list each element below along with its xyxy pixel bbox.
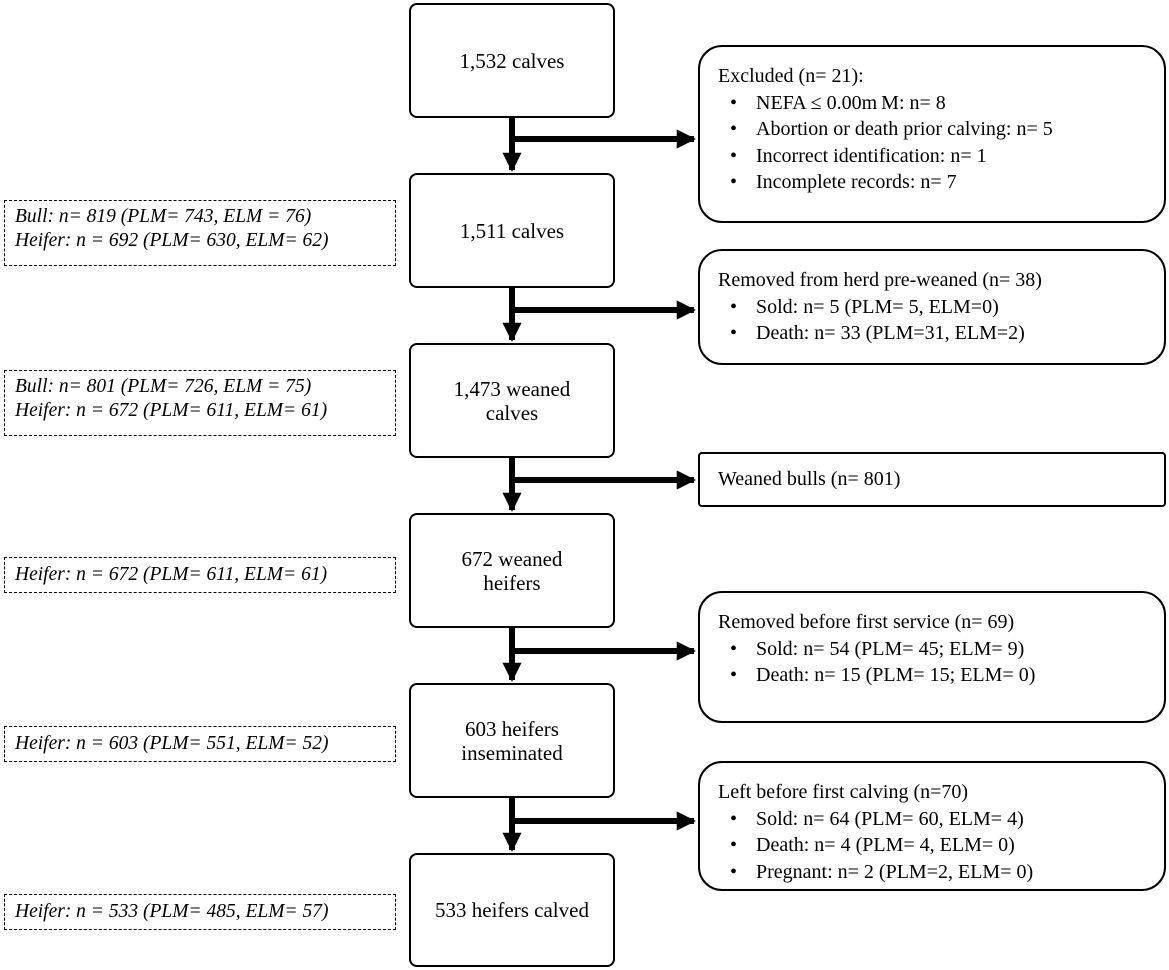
exclusion-item: Pregnant: n= 2 (PLM=2, ELM= 0) xyxy=(718,859,1146,886)
exclusion-title: Weaned bulls (n= 801) xyxy=(718,468,901,491)
exclusion-item: Incorrect identification: n= 1 xyxy=(718,143,1146,170)
note-line: Bull: n= 819 (PLM= 743, ELM = 76) xyxy=(15,206,312,227)
flow-box-label: 603 heifers inseminated xyxy=(461,716,563,765)
note-box-603: Heifer: n = 603 (PLM= 551, ELM= 52) xyxy=(4,726,396,762)
exclusion-box-weaned-bulls: Weaned bulls (n= 801) xyxy=(698,452,1166,507)
exclusion-item: Death: n= 33 (PLM=31, ELM=2) xyxy=(718,320,1146,347)
exclusion-title: Removed before first service (n= 69) xyxy=(718,611,1015,633)
flow-box-heifers-inseminated: 603 heifers inseminated xyxy=(409,683,615,798)
flow-box-label: 672 weaned heifers xyxy=(461,546,563,595)
exclusion-item: Death: n= 15 (PLM= 15; ELM= 0) xyxy=(718,662,1146,689)
flow-box-weaned-calves: 1,473 weaned calves xyxy=(409,343,615,458)
flow-box-weaned-heifers: 672 weaned heifers xyxy=(409,513,615,628)
flow-box-label: 1,473 weaned calves xyxy=(453,376,571,425)
note-line: Heifer: n = 603 (PLM= 551, ELM= 52) xyxy=(15,733,329,754)
exclusion-box-excluded: Excluded (n= 21): NEFA ≤ 0.00m M: n= 8 A… xyxy=(698,45,1166,223)
exclusion-title: Left before first calving (n=70) xyxy=(718,781,969,803)
exclusion-item: Sold: n= 5 (PLM= 5, ELM=0) xyxy=(718,294,1146,321)
flow-box-calves-1532: 1,532 calves xyxy=(409,3,615,118)
note-box-1511: Bull: n= 819 (PLM= 743, ELM = 76) Heifer… xyxy=(4,200,396,266)
exclusion-item: Abortion or death prior calving: n= 5 xyxy=(718,116,1146,143)
flow-box-label: 1,532 calves xyxy=(459,48,565,73)
flow-box-label: 1,511 calves xyxy=(459,218,565,243)
exclusion-box-pre-weaned: Removed from herd pre-weaned (n= 38) Sol… xyxy=(698,249,1166,365)
flow-box-label: 533 heifers calved xyxy=(435,898,589,922)
exclusion-box-before-first-calving: Left before first calving (n=70) Sold: n… xyxy=(698,761,1166,891)
flow-box-heifers-calved: 533 heifers calved xyxy=(409,853,615,967)
note-box-533: Heifer: n = 533 (PLM= 485, ELM= 57) xyxy=(4,894,396,930)
exclusion-box-before-first-service: Removed before first service (n= 69) Sol… xyxy=(698,591,1166,723)
note-line: Bull: n= 801 (PLM= 726, ELM = 75) xyxy=(15,376,312,397)
note-line: Heifer: n = 672 (PLM= 611, ELM= 61) xyxy=(15,564,328,585)
exclusion-title: Excluded (n= 21): xyxy=(718,65,864,87)
exclusion-item: Incomplete records: n= 7 xyxy=(718,169,1146,196)
exclusion-item: Death: n= 4 (PLM= 4, ELM= 0) xyxy=(718,832,1146,859)
note-line: Heifer: n = 533 (PLM= 485, ELM= 57) xyxy=(15,901,329,922)
exclusion-item: NEFA ≤ 0.00m M: n= 8 xyxy=(718,90,1146,117)
note-box-1473: Bull: n= 801 (PLM= 726, ELM = 75) Heifer… xyxy=(4,370,396,436)
exclusion-title: Removed from herd pre-weaned (n= 38) xyxy=(718,269,1042,291)
note-box-672: Heifer: n = 672 (PLM= 611, ELM= 61) xyxy=(4,557,396,593)
flow-box-calves-1511: 1,511 calves xyxy=(409,173,615,288)
exclusion-item: Sold: n= 54 (PLM= 45; ELM= 9) xyxy=(718,636,1146,663)
exclusion-item: Sold: n= 64 (PLM= 60, ELM= 4) xyxy=(718,806,1146,833)
note-line: Heifer: n = 672 (PLM= 611, ELM= 61) xyxy=(15,400,328,421)
note-line: Heifer: n = 692 (PLM= 630, ELM= 62) xyxy=(15,230,329,251)
